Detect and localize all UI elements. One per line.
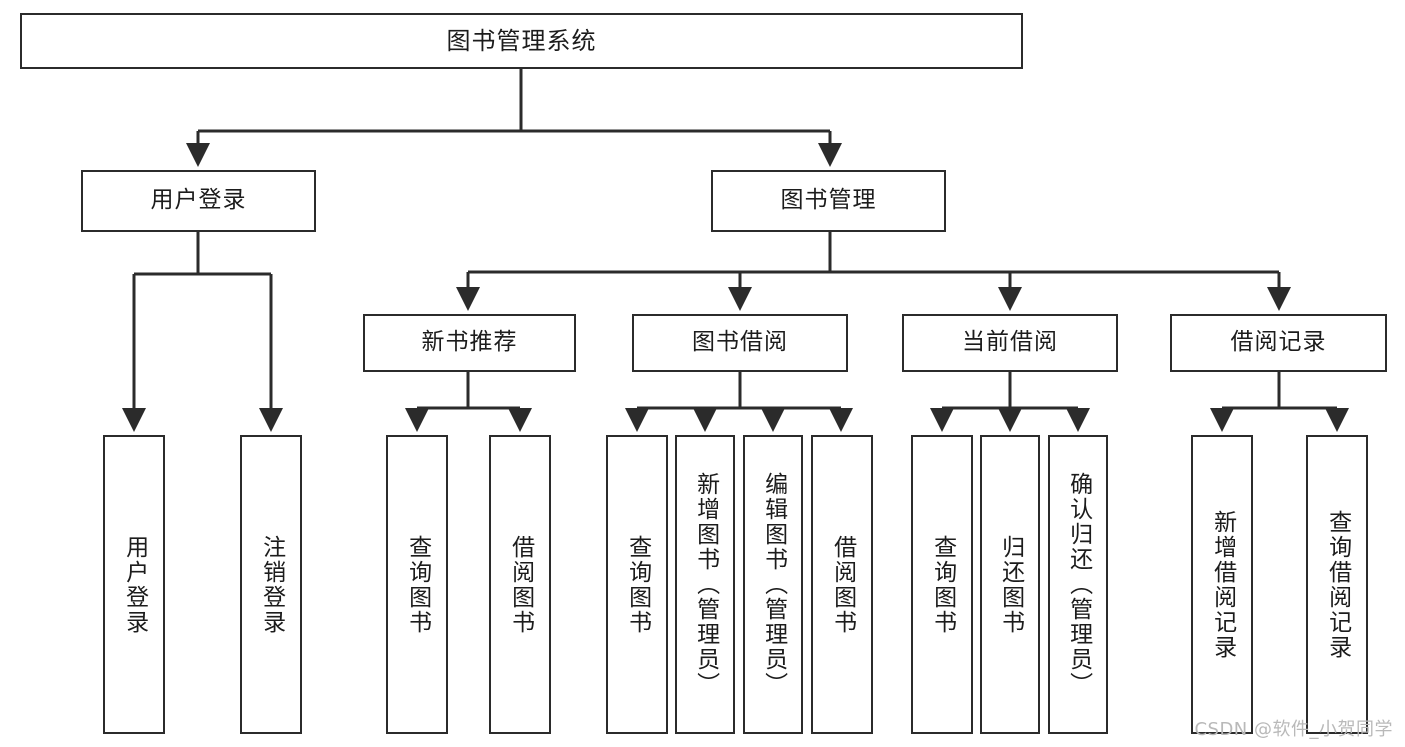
node-leaf-logout-login-label: 注销登录 [258, 534, 285, 635]
node-root[interactable]: 图书管理系统 [20, 13, 1023, 69]
node-book-manage[interactable]: 图书管理 [711, 170, 946, 232]
node-leaf-user-login[interactable]: 用户登录 [103, 435, 165, 734]
node-leaf-query-book-2[interactable]: 查询图书 [606, 435, 668, 734]
node-leaf-query-book-1-label: 查询图书 [404, 534, 431, 635]
node-leaf-add-record[interactable]: 新增借阅记录 [1191, 435, 1253, 734]
node-book-manage-label: 图书管理 [780, 187, 877, 214]
node-leaf-add-record-label: 新增借阅记录 [1209, 509, 1236, 660]
node-leaf-borrow-book-1[interactable]: 借阅图书 [489, 435, 551, 734]
node-leaf-query-book-1[interactable]: 查询图书 [386, 435, 448, 734]
node-leaf-edit-book[interactable]: 编辑图书（管理员） [743, 435, 803, 734]
node-leaf-add-book-label: 新增图书（管理员） [692, 472, 719, 697]
node-leaf-query-book-2-label: 查询图书 [624, 534, 651, 635]
node-leaf-query-book-3[interactable]: 查询图书 [911, 435, 973, 734]
node-new-book-recommend[interactable]: 新书推荐 [363, 314, 576, 372]
watermark: CSDN @软件_小贺同学 [1194, 719, 1393, 740]
node-leaf-confirm-return-label: 确认归还（管理员） [1065, 472, 1092, 697]
node-root-label: 图书管理系统 [446, 26, 597, 55]
node-leaf-logout-login[interactable]: 注销登录 [240, 435, 302, 734]
node-leaf-add-book[interactable]: 新增图书（管理员） [675, 435, 735, 734]
node-leaf-return-book-label: 归还图书 [997, 534, 1024, 635]
node-book-borrow-label: 图书借阅 [692, 329, 788, 356]
node-leaf-confirm-return[interactable]: 确认归还（管理员） [1048, 435, 1108, 734]
node-user-login-label: 用户登录 [150, 187, 247, 214]
node-leaf-user-login-label: 用户登录 [121, 534, 148, 635]
node-current-borrow[interactable]: 当前借阅 [902, 314, 1118, 372]
node-new-book-recommend-label: 新书推荐 [421, 329, 518, 356]
node-book-borrow[interactable]: 图书借阅 [632, 314, 848, 372]
node-leaf-borrow-book-2[interactable]: 借阅图书 [811, 435, 873, 734]
node-leaf-borrow-book-1-label: 借阅图书 [507, 534, 534, 635]
node-leaf-return-book[interactable]: 归还图书 [980, 435, 1040, 734]
node-leaf-borrow-book-2-label: 借阅图书 [829, 534, 856, 635]
node-current-borrow-label: 当前借阅 [962, 329, 1058, 356]
node-leaf-query-record-label: 查询借阅记录 [1324, 509, 1351, 660]
node-borrow-record[interactable]: 借阅记录 [1170, 314, 1387, 372]
node-leaf-query-book-3-label: 查询图书 [929, 534, 956, 635]
node-borrow-record-label: 借阅记录 [1230, 329, 1327, 356]
node-leaf-query-record[interactable]: 查询借阅记录 [1306, 435, 1368, 734]
node-leaf-edit-book-label: 编辑图书（管理员） [760, 472, 787, 697]
node-user-login[interactable]: 用户登录 [81, 170, 316, 232]
